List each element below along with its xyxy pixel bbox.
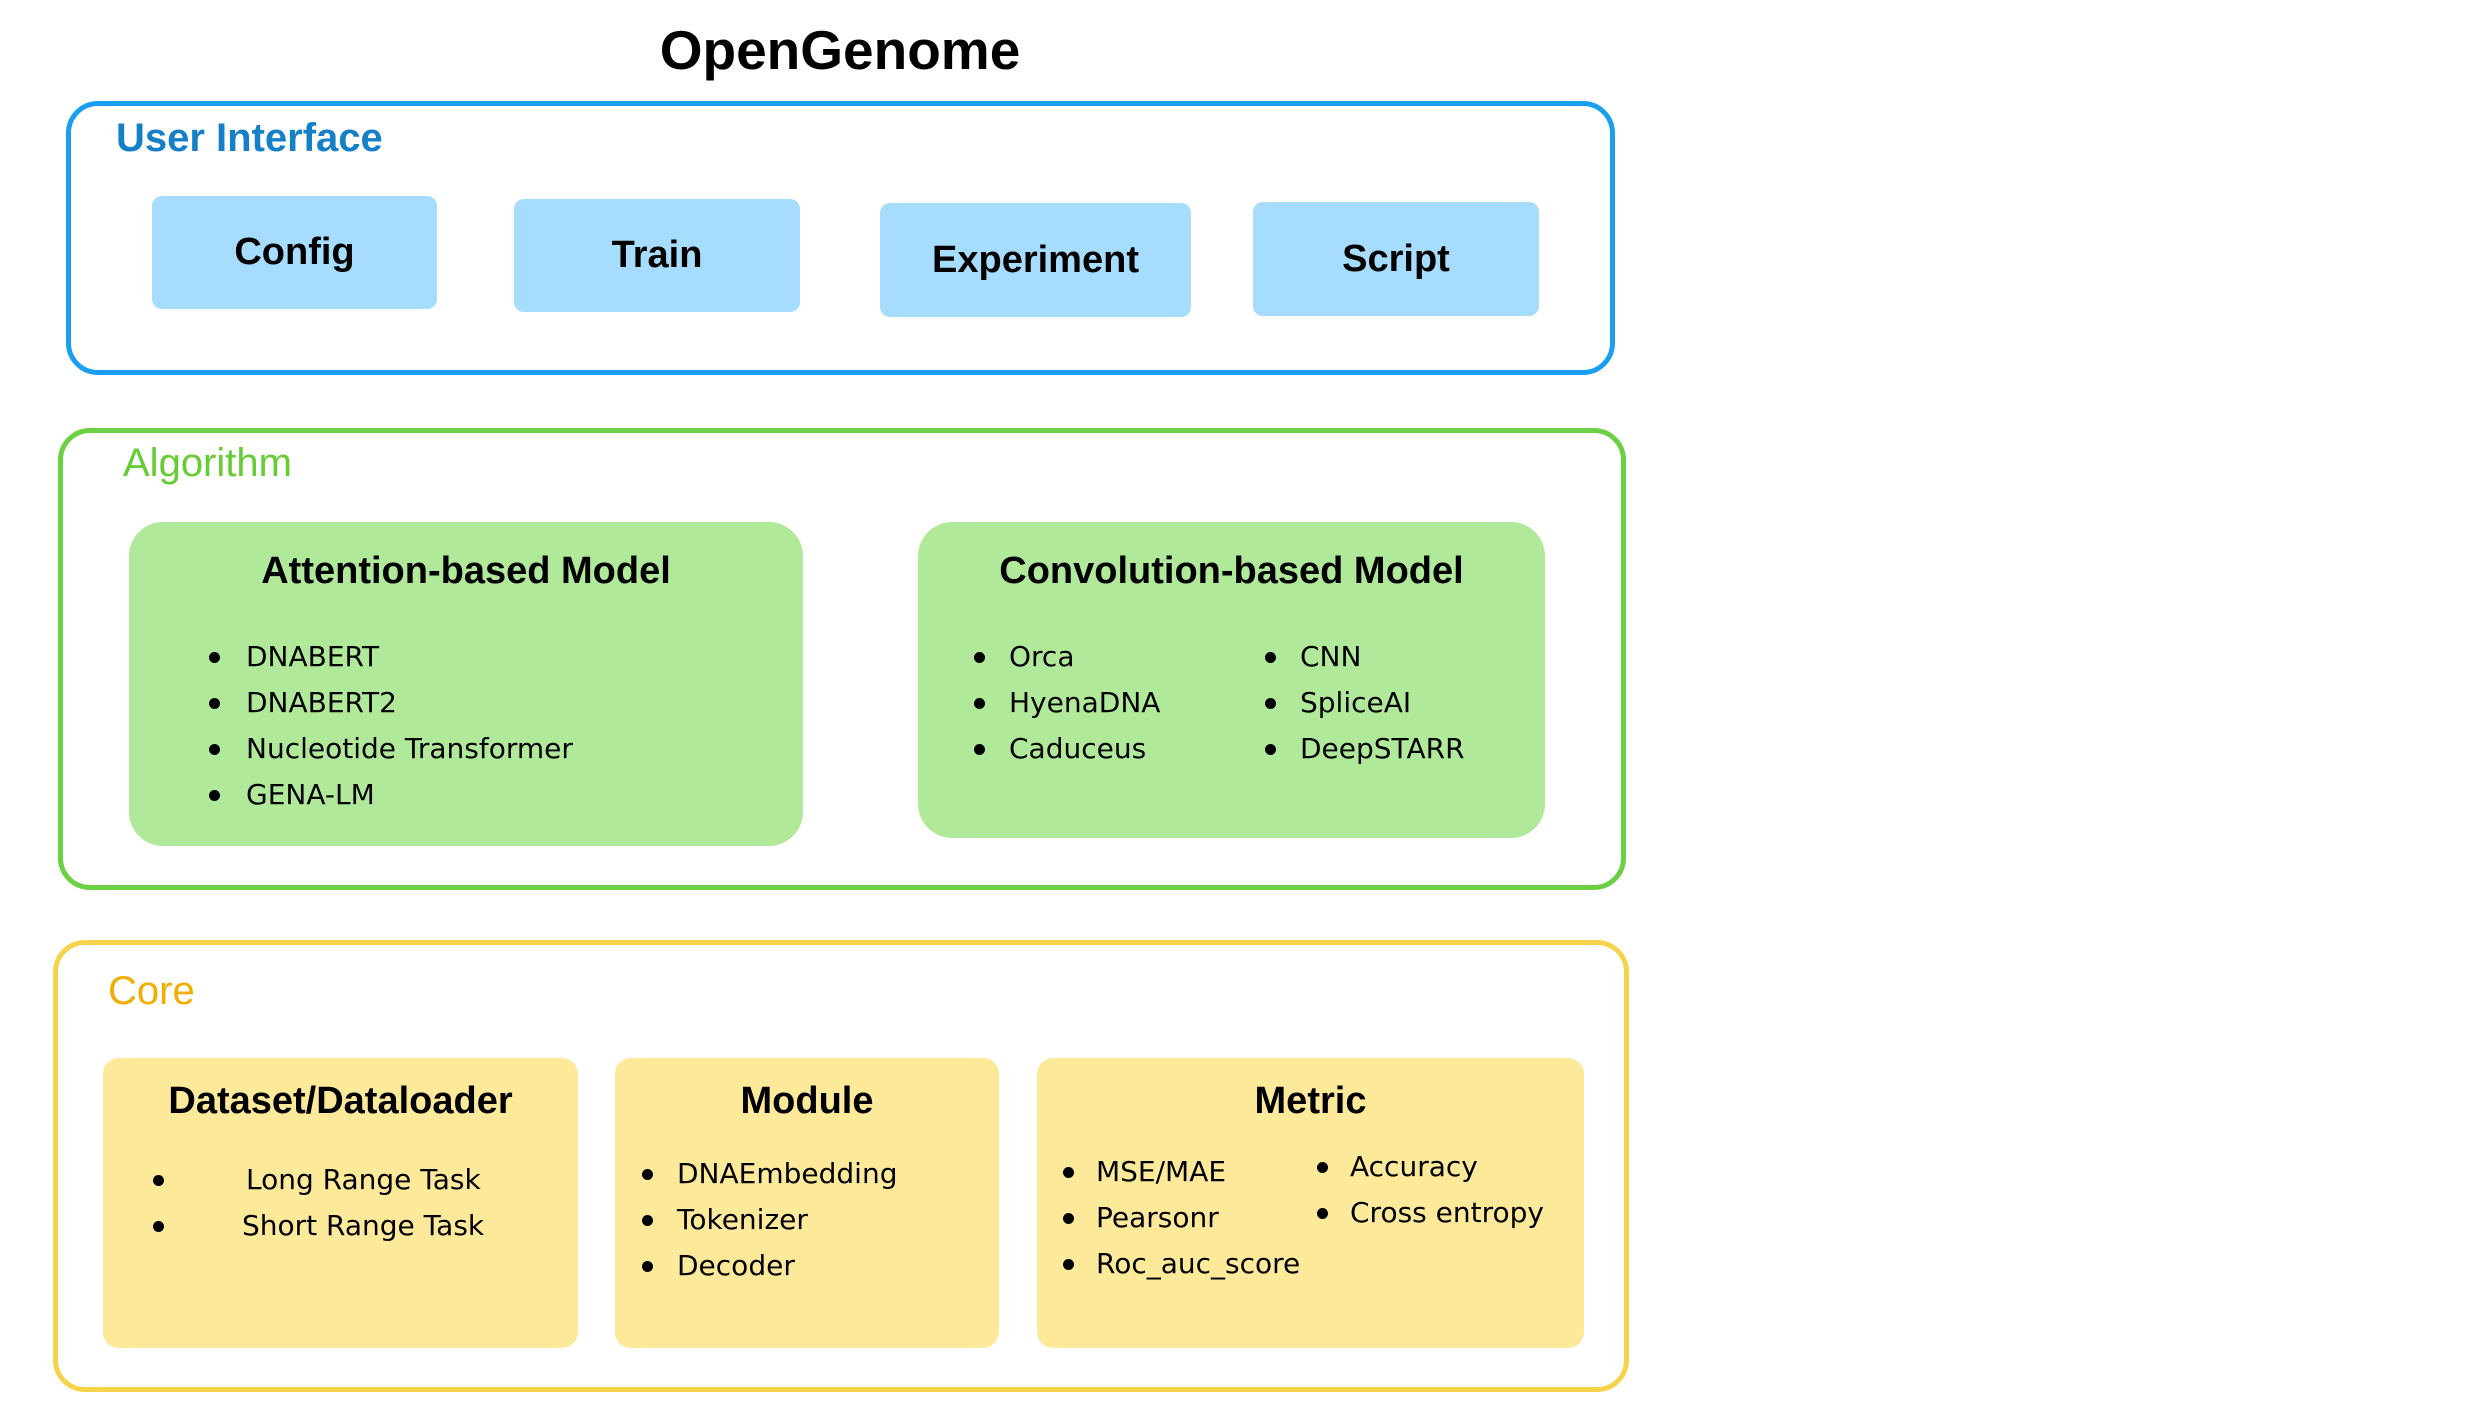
list-item: Roc_auc_score — [1063, 1241, 1300, 1287]
config-button[interactable]: Config — [152, 196, 437, 309]
script-button[interactable]: Script — [1253, 202, 1539, 316]
experiment-button[interactable]: Experiment — [880, 203, 1191, 317]
bullet-icon — [209, 790, 220, 801]
list-item: Nucleotide Transformer — [209, 726, 573, 772]
bullet-icon — [209, 744, 220, 755]
bullet-icon — [153, 1221, 164, 1232]
bullet-icon — [1265, 698, 1276, 709]
bullet-icon — [1317, 1162, 1328, 1173]
list-item: DNABERT2 — [209, 680, 573, 726]
dataset-card: Dataset/Dataloader Long Range Task Short… — [103, 1058, 578, 1348]
list-item: CNN — [1265, 634, 1465, 680]
bullet-icon — [1265, 652, 1276, 663]
list-item: DeepSTARR — [1265, 726, 1465, 772]
convolution-model-title: Convolution-based Model — [999, 550, 1464, 592]
dataset-list: Long Range Task Short Range Task — [153, 1157, 484, 1249]
list-item: Orca — [974, 634, 1160, 680]
metric-list-left: MSE/MAE Pearsonr Roc_auc_score — [1063, 1149, 1300, 1287]
bullet-icon — [1063, 1213, 1074, 1224]
list-item: Tokenizer — [642, 1197, 897, 1243]
bullet-icon — [974, 744, 985, 755]
dataset-title: Dataset/Dataloader — [168, 1080, 513, 1122]
bullet-icon — [209, 652, 220, 663]
bullet-icon — [642, 1169, 653, 1180]
user-interface-label: User Interface — [116, 116, 383, 160]
bullet-icon — [1063, 1167, 1074, 1178]
attention-model-list: DNABERT DNABERT2 Nucleotide Transformer … — [209, 634, 573, 818]
list-item: Decoder — [642, 1243, 897, 1289]
metric-list-right: Accuracy Cross entropy — [1317, 1144, 1544, 1236]
list-item: MSE/MAE — [1063, 1149, 1300, 1195]
core-label: Core — [108, 969, 195, 1013]
list-item: Accuracy — [1317, 1144, 1544, 1190]
algorithm-label: Algorithm — [123, 441, 292, 485]
module-title: Module — [740, 1080, 874, 1122]
convolution-model-card: Convolution-based Model Orca HyenaDNA Ca… — [918, 522, 1545, 838]
train-button[interactable]: Train — [514, 199, 800, 312]
bullet-icon — [1317, 1208, 1328, 1219]
diagram-title: OpenGenome — [659, 19, 1021, 81]
list-item: DNAEmbedding — [642, 1151, 897, 1197]
module-list: DNAEmbedding Tokenizer Decoder — [642, 1151, 897, 1289]
bullet-icon — [974, 652, 985, 663]
convolution-model-list-right: CNN SpliceAI DeepSTARR — [1265, 634, 1465, 772]
list-item: Long Range Task — [153, 1157, 484, 1203]
metric-title: Metric — [1254, 1080, 1367, 1122]
bullet-icon — [1063, 1259, 1074, 1270]
list-item: Short Range Task — [153, 1203, 484, 1249]
list-item: Pearsonr — [1063, 1195, 1300, 1241]
metric-card: Metric MSE/MAE Pearsonr Roc_auc_score Ac… — [1037, 1058, 1584, 1348]
bullet-icon — [974, 698, 985, 709]
bullet-icon — [209, 698, 220, 709]
list-item: Caduceus — [974, 726, 1160, 772]
list-item: Cross entropy — [1317, 1190, 1544, 1236]
bullet-icon — [1265, 744, 1276, 755]
list-item: HyenaDNA — [974, 680, 1160, 726]
list-item: GENA-LM — [209, 772, 573, 818]
attention-model-card: Attention-based Model DNABERT DNABERT2 N… — [129, 522, 803, 846]
convolution-model-list-left: Orca HyenaDNA Caduceus — [974, 634, 1160, 772]
attention-model-title: Attention-based Model — [261, 550, 671, 592]
list-item: DNABERT — [209, 634, 573, 680]
bullet-icon — [153, 1175, 164, 1186]
bullet-icon — [642, 1261, 653, 1272]
bullet-icon — [642, 1215, 653, 1226]
list-item: SpliceAI — [1265, 680, 1465, 726]
module-card: Module DNAEmbedding Tokenizer Decoder — [615, 1058, 999, 1348]
